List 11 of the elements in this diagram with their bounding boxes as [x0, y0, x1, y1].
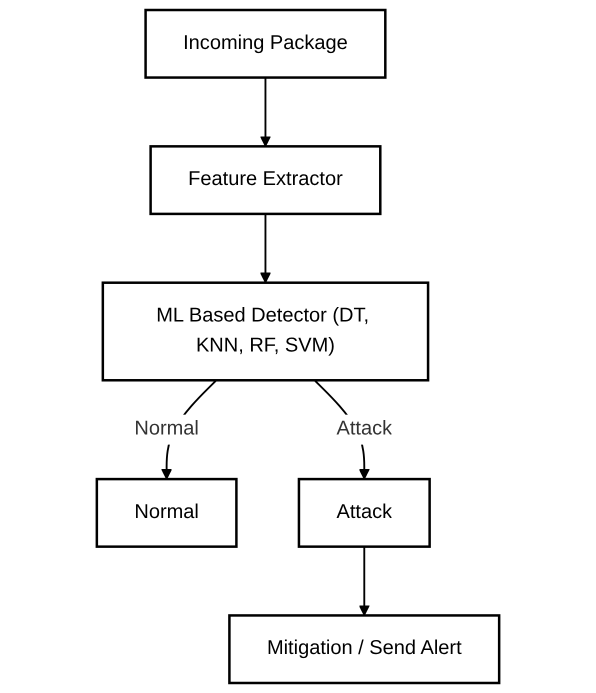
node-box: Mitigation / Send Alert — [228, 614, 500, 684]
node-box: Normal — [96, 478, 238, 548]
node-box: Attack — [298, 478, 431, 548]
arrow — [260, 78, 271, 147]
node-box: Incoming Package — [144, 8, 387, 79]
edge-label: Attack — [336, 418, 392, 440]
arrow — [260, 214, 271, 284]
arrow — [358, 546, 370, 616]
edge-label: Normal — [134, 418, 199, 440]
node-box: ML Based Detector (DT, KNN, RF, SVM) — [102, 281, 430, 382]
node-box: Feature Extractor — [149, 145, 382, 216]
